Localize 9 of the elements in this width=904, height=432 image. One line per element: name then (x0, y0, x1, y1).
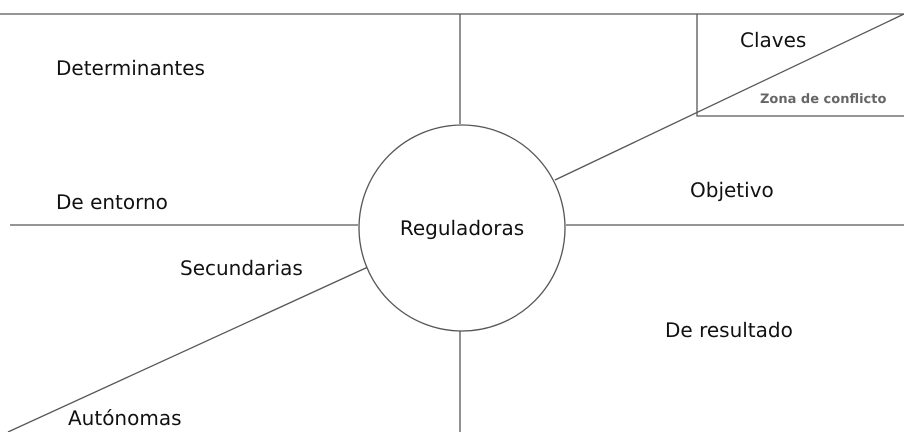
quadrant-label: Determinantes (56, 56, 205, 80)
node-label: Reguladoras (400, 216, 524, 240)
zone-label: Zona de conflicto (760, 92, 886, 107)
quadrant-label: Objetivo (690, 178, 774, 202)
quadrant-label: De resultado (665, 318, 793, 342)
quadrant-label: Secundarias (180, 256, 303, 280)
quadrant-label: Autónomas (68, 406, 182, 430)
quadrant-label: Claves (740, 28, 806, 52)
quadrant-label: De entorno (56, 190, 168, 214)
